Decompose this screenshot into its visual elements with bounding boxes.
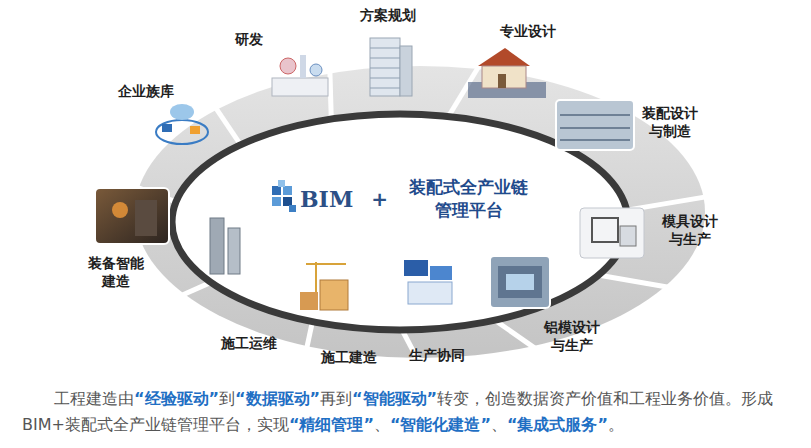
stage-label: 模具设计与生产 bbox=[660, 212, 720, 248]
building-icon bbox=[370, 38, 412, 96]
highlight-phrase: “精细管理” bbox=[289, 415, 374, 434]
highlight-phrase: “智能化建造” bbox=[390, 415, 491, 434]
platform-name: 装配式全产业链 管理平台 bbox=[406, 176, 532, 222]
stage-label: 研发 bbox=[235, 30, 263, 48]
mould-icon bbox=[580, 208, 644, 258]
stage-label: 铝模设计与生产 bbox=[542, 318, 602, 354]
ring-gap bbox=[330, 67, 332, 123]
stage-label: 装备智能建造 bbox=[86, 254, 146, 290]
factory-photo bbox=[556, 100, 634, 150]
plus-sign: + bbox=[371, 187, 388, 211]
stage-label: 方案规划 bbox=[360, 6, 416, 24]
highlight-phrase: “数据驱动” bbox=[235, 389, 320, 408]
caption: 工程建造由“经验驱动”到“数据驱动”再到“智能驱动”转变，创造数据资产价值和工程… bbox=[22, 386, 794, 439]
aluminium-mould-photo bbox=[490, 256, 550, 308]
equipment-photo bbox=[95, 188, 169, 244]
library-icon bbox=[156, 104, 208, 144]
ring-gap bbox=[592, 274, 673, 288]
stage-label: 生产协同 bbox=[409, 346, 465, 364]
screen-icon bbox=[404, 260, 452, 304]
bim-cube-icon bbox=[272, 180, 296, 212]
stage-label: 施工建造 bbox=[321, 348, 377, 366]
stage-label: 施工运维 bbox=[221, 334, 277, 352]
towers-icon bbox=[210, 218, 240, 274]
highlight-phrase: “智能驱动” bbox=[352, 389, 437, 408]
platform-title: BIM + 装配式全产业链 管理平台 bbox=[300, 176, 532, 222]
construction-icon bbox=[300, 262, 348, 310]
stage-label: 装配设计与制造 bbox=[640, 104, 700, 140]
lab-icon bbox=[272, 55, 328, 96]
ring-band bbox=[135, 66, 705, 358]
house-icon bbox=[468, 48, 546, 98]
stage-label: 企业族库 bbox=[118, 82, 174, 100]
highlight-phrase: “集成式服务” bbox=[507, 415, 608, 434]
brand-name: BIM bbox=[300, 186, 353, 212]
stage-label: 专业设计 bbox=[500, 22, 556, 40]
highlight-phrase: “经验驱动” bbox=[134, 389, 219, 408]
ring-separators bbox=[132, 63, 710, 364]
